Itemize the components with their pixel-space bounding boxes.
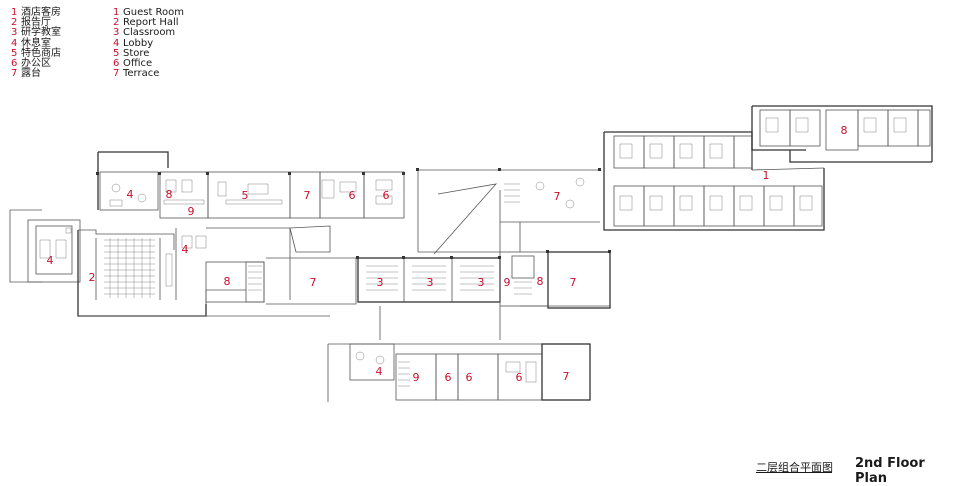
plan-title-chinese: 二层组合平面图 — [756, 461, 833, 474]
room-label: 2 — [89, 271, 96, 284]
structural-columns — [96, 168, 611, 259]
legend-label: 办公区 — [21, 58, 51, 70]
room-label: 7 — [310, 276, 317, 289]
legend-label: Lobby — [123, 37, 154, 49]
legend-number: 5 — [113, 47, 120, 59]
legend-label: 报告厅 — [21, 17, 51, 29]
room-label: 4 — [182, 243, 189, 256]
legend-number: 1 — [11, 7, 18, 18]
legend-label: 休息室 — [21, 37, 51, 49]
legend-label: Store — [123, 47, 150, 59]
legend-number: 2 — [113, 17, 120, 29]
legend-number: 1 — [113, 7, 120, 18]
south-block — [327, 343, 591, 402]
room-label: 6 — [516, 371, 523, 384]
legend-number: 3 — [113, 27, 120, 39]
room-label: 8 — [166, 188, 173, 201]
hotel-wing — [603, 131, 825, 231]
legend-number: 5 — [11, 47, 18, 59]
room-label: 6 — [383, 189, 390, 202]
room-label: 7 — [570, 276, 577, 289]
legend-label: 露台 — [21, 68, 41, 80]
legend-label: 研学教室 — [21, 27, 61, 39]
room-label: 3 — [427, 276, 434, 289]
legend-number: 2 — [11, 17, 18, 29]
room-labels: 4 8 9 5 7 6 6 7 1 8 4 2 4 8 7 3 3 3 9 8 … — [47, 124, 848, 384]
room-label: 9 — [188, 205, 195, 218]
room-label: 7 — [304, 189, 311, 202]
room-label: 4 — [47, 254, 54, 267]
report-hall — [77, 229, 330, 317]
legend-number: 4 — [11, 37, 18, 49]
room-label: 6 — [466, 371, 473, 384]
plan-title-english: 2nd Floor Plan — [855, 456, 925, 486]
legend-label: 特色商店 — [21, 47, 61, 59]
legend-number: 4 — [113, 37, 120, 49]
room-label: 7 — [554, 190, 561, 203]
legend-label: Report Hall — [123, 17, 179, 29]
legend-label: Guest Room — [123, 7, 185, 18]
room-label: 8 — [537, 275, 544, 288]
central-lobby — [175, 225, 357, 305]
legend-label: Terrace — [123, 68, 160, 80]
east-mid-block — [379, 251, 611, 340]
west-annex — [9, 209, 81, 283]
room-label: 8 — [224, 275, 231, 288]
room-label: 3 — [478, 276, 485, 289]
legend-label: Office — [123, 58, 153, 70]
room-label: 8 — [841, 124, 848, 137]
legend-number: 7 — [113, 68, 120, 80]
room-label: 4 — [376, 365, 383, 378]
room-label: 3 — [377, 276, 384, 289]
legend-number: 3 — [11, 27, 18, 39]
room-label: 6 — [349, 189, 356, 202]
north-east-hotel-block — [751, 105, 933, 163]
room-label: 1 — [763, 169, 770, 182]
room-label: 5 — [242, 189, 249, 202]
legend-number: 7 — [11, 68, 18, 80]
legend-label: Classroom — [123, 27, 176, 39]
legend-number: 6 — [11, 58, 18, 70]
room-label: 6 — [445, 371, 452, 384]
legend-label: 酒店客房 — [21, 7, 61, 18]
room-label: 9 — [504, 276, 511, 289]
legend-number: 6 — [113, 58, 120, 70]
central-courtyard — [417, 169, 600, 255]
room-label: 9 — [413, 371, 420, 384]
room-label: 7 — [563, 370, 570, 383]
north-west-wing — [97, 151, 405, 219]
title-underline — [756, 472, 832, 473]
room-label: 4 — [127, 188, 134, 201]
